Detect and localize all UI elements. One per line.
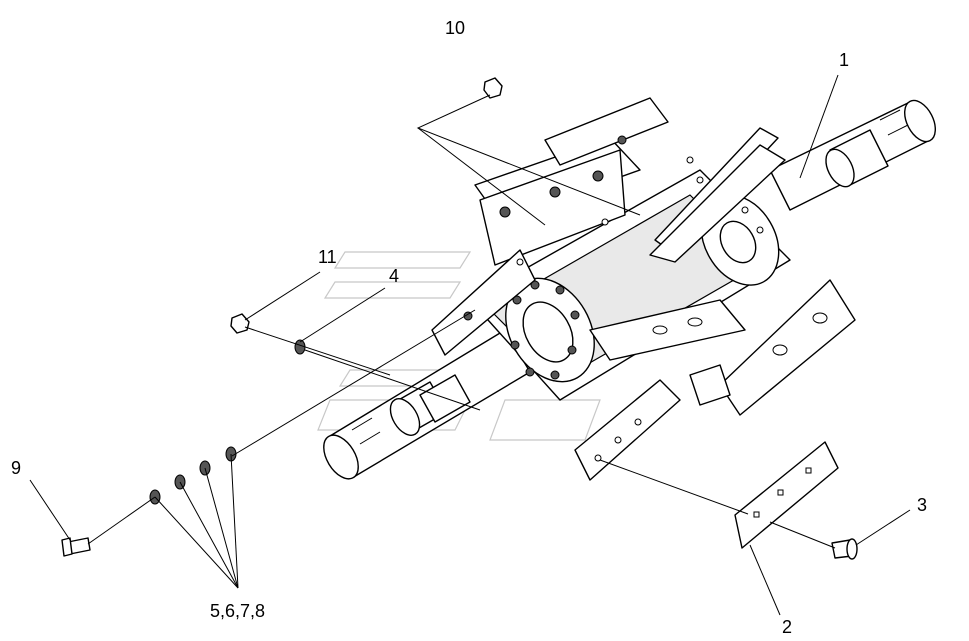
callout-11: 11: [318, 247, 337, 267]
callout-1: 1: [839, 50, 849, 70]
callout-3: 3: [917, 495, 927, 515]
plate-holes: [516, 156, 764, 266]
leader-lines: [29, 74, 911, 616]
rotor-blades: [431, 97, 856, 481]
bolt-part-9: [61, 537, 91, 557]
nut-part-11: [230, 313, 250, 334]
left-shaft: [323, 329, 531, 480]
callout-9: 9: [11, 458, 21, 478]
right-shaft: [769, 99, 936, 211]
nut-part-10: [483, 77, 503, 99]
washer-part-4: [294, 339, 306, 355]
washers: [149, 446, 237, 505]
callout-2: 2: [782, 617, 792, 637]
callout-4: 4: [389, 266, 399, 286]
callout-10: 10: [445, 18, 465, 38]
bolt-part-3: [831, 538, 858, 560]
knife-bar: [734, 441, 839, 549]
callout-5-6-7-8: 5,6,7,8: [210, 601, 265, 621]
